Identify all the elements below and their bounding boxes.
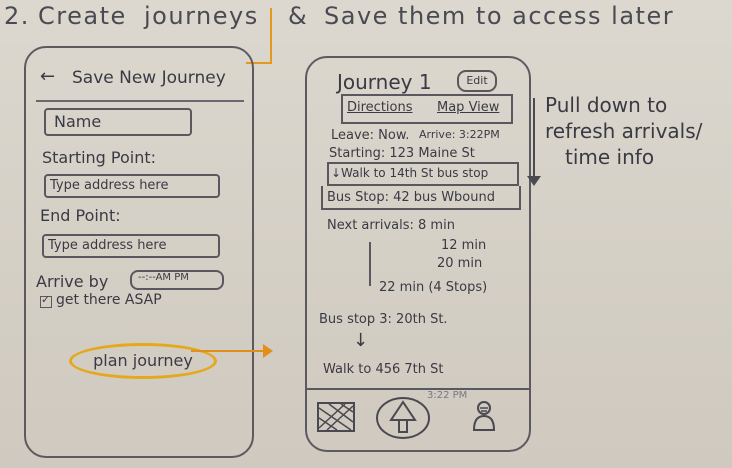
starting-point-placeholder: Type address here (50, 178, 169, 193)
arrivals-down-line (369, 242, 371, 286)
back-arrow-icon[interactable]: ← (40, 66, 56, 87)
starting-point-input[interactable]: Type address here (44, 174, 220, 198)
side-note-line-1: Pull down to (545, 93, 668, 117)
caption-ampersand: & (288, 2, 309, 30)
bus-stop-box: Bus Stop: 42 bus Wbound (321, 186, 521, 210)
orange-connector (270, 8, 272, 62)
map-icon[interactable] (317, 402, 355, 432)
save-journey-phone: ← Save New Journey Name Starting Point: … (24, 46, 254, 458)
end-point-placeholder: Type address here (48, 238, 167, 253)
end-point-label: End Point: (40, 206, 121, 225)
walk-step-1: ↓Walk to 14th St bus stop (331, 166, 489, 180)
side-note-line-3: time info (565, 145, 655, 169)
save-journey-header: ← Save New Journey (36, 60, 244, 102)
bus-stop-info: Bus Stop: 42 bus Wbound (327, 190, 495, 205)
tab-map-view[interactable]: Map View (437, 100, 500, 115)
asap-checkbox[interactable]: ✓ (40, 293, 52, 308)
leave-time: Leave: Now. (331, 128, 410, 143)
caption-create: Create (38, 2, 127, 30)
plan-journey-button[interactable]: plan journey (69, 343, 217, 379)
arrival-22: 22 min (4 Stops) (379, 280, 488, 295)
bus-stop-3: Bus stop 3: 20th St. (319, 312, 448, 327)
arrive-by-label: Arrive by (36, 272, 109, 291)
end-point-input[interactable]: Type address here (42, 234, 220, 258)
side-note-line-2: refresh arrivals/ (545, 119, 703, 143)
asap-label: get there ASAP (56, 292, 162, 308)
name-input[interactable]: Name (44, 108, 192, 136)
journey-phone: Journey 1 Edit Directions Map View Leave… (305, 56, 531, 452)
next-arrivals: Next arrivals: 8 min (327, 218, 455, 233)
arrival-20: 20 min (437, 256, 483, 271)
journey-title: Journey 1 (337, 70, 432, 94)
home-icon[interactable] (375, 396, 431, 440)
arrive-time-value: --:--AM PM (138, 272, 189, 283)
save-journey-title: Save New Journey (72, 68, 226, 88)
walk-step-2: Walk to 456 7th St (323, 362, 444, 377)
name-input-placeholder: Name (54, 112, 102, 131)
edit-button[interactable]: Edit (457, 70, 497, 92)
pull-down-arrow (527, 98, 541, 186)
caption-journeys: journeys (144, 2, 259, 30)
side-note: Pull down to refresh arrivals/ time info (545, 92, 702, 170)
arrive-time: Arrive: 3:22PM (419, 128, 500, 141)
journey-tabs: Directions Map View (341, 94, 513, 124)
arrival-12: 12 min (441, 238, 487, 253)
caption-rest: Save them to access later (324, 2, 675, 30)
check-mark-icon: ✓ (41, 293, 51, 306)
bottom-nav-divider (307, 388, 529, 390)
down-arrow-icon: ↓ (353, 330, 369, 351)
arrive-time-picker[interactable]: --:--AM PM (130, 270, 224, 290)
cut-off-time: 3:22 PM (427, 390, 468, 401)
tab-directions[interactable]: Directions (347, 100, 413, 115)
person-icon[interactable] (471, 400, 497, 432)
starting-address: Starting: 123 Maine St (329, 146, 475, 161)
plan-to-journey-arrow (191, 344, 273, 358)
orange-connector-tail (246, 62, 272, 64)
walk-step-box: ↓Walk to 14th St bus stop (327, 162, 519, 186)
starting-point-label: Starting Point: (42, 148, 157, 167)
caption-number: 2. (4, 2, 30, 30)
